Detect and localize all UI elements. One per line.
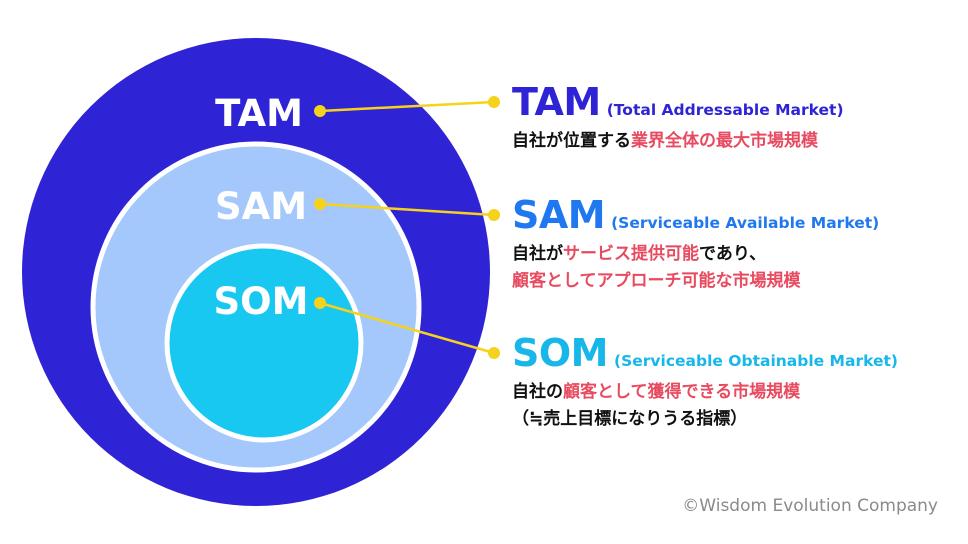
som-connector-line (319, 301, 495, 355)
som-description: 自社の顧客として獲得できる市場規模 （≒売上目標になりうる指標） (512, 379, 952, 433)
som-abbr: SOM (512, 331, 609, 375)
som-circle (164, 243, 364, 443)
tam-legend-heading: TAM (Total Addressable Market) (512, 82, 952, 122)
som-legend: SOM (Serviceable Obtainable Market) 自社の顧… (512, 333, 952, 433)
tam-desc-accent: 業界全体の最大市場規模 (631, 131, 818, 151)
som-circle-label: SOM (214, 280, 309, 323)
sam-legend-heading: SAM (Serviceable Available Market) (512, 195, 952, 235)
som-desc-accent: 顧客として獲得できる市場規模 (563, 382, 801, 402)
som-desc-plain: 自社の (512, 382, 563, 402)
sam-connector-dot-end (488, 209, 500, 221)
sam-legend: SAM (Serviceable Available Market) 自社がサー… (512, 195, 952, 295)
sam-desc-plain-1: 自社が (512, 244, 563, 264)
tam-full-name: (Total Addressable Market) (606, 101, 844, 119)
tam-abbr: TAM (512, 80, 601, 124)
tam-description: 自社が位置する業界全体の最大市場規模 (512, 128, 952, 155)
sam-full-name: (Serviceable Available Market) (611, 214, 880, 232)
copyright-notice: ©Wisdom Evolution Company (682, 496, 938, 516)
som-connector-dot-end (488, 347, 500, 359)
sam-desc-accent-1: サービス提供可能 (563, 244, 699, 264)
som-full-name: (Serviceable Obtainable Market) (614, 352, 898, 370)
sam-connector-line (319, 202, 495, 217)
som-legend-heading: SOM (Serviceable Obtainable Market) (512, 333, 952, 373)
tam-legend: TAM (Total Addressable Market) 自社が位置する業界… (512, 82, 952, 155)
sam-desc-plain-2: であり、 (699, 244, 767, 264)
sam-desc-accent-2: 顧客としてアプローチ可能な市場規模 (512, 271, 801, 291)
sam-connector-dot-start (314, 198, 326, 210)
tam-connector-dot-start (314, 105, 326, 117)
som-connector-dot-start (314, 297, 326, 309)
tam-connector-line (319, 100, 495, 113)
sam-circle-label: SAM (215, 185, 307, 228)
sam-abbr: SAM (512, 193, 606, 237)
sam-description: 自社がサービス提供可能であり、顧客としてアプローチ可能な市場規模 (512, 241, 952, 295)
som-desc-line-2: （≒売上目標になりうる指標） (512, 409, 748, 429)
tam-connector-dot-end (488, 96, 500, 108)
tam-circle-label: TAM (215, 92, 303, 135)
tam-desc-plain: 自社が位置する (512, 131, 631, 151)
